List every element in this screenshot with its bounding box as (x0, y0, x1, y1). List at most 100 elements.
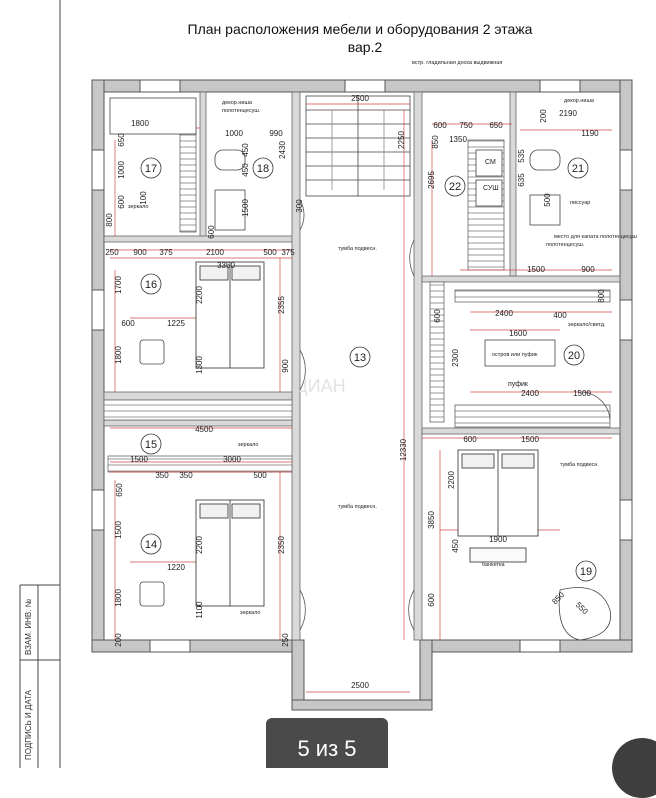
island-label: остров или пуфик (492, 352, 538, 358)
dimension-label: 1500 (114, 521, 123, 539)
dimension-label: 1500 (573, 389, 591, 398)
dimension-label: 2500 (351, 94, 369, 103)
dimension-label: 1300 (195, 356, 204, 374)
dimension-label: 375 (159, 248, 173, 257)
dimension-label: 2200 (195, 536, 204, 554)
dimension-label: 2190 (559, 109, 577, 118)
stamp-replace-label: ВЗАМ. ИНВ. № (24, 598, 33, 655)
dimension-label: 450 (241, 163, 250, 177)
dryer-label: СУШ (483, 185, 499, 192)
dimension-label: 3350 (217, 261, 235, 270)
page-counter-badge: 5 из 5 (266, 718, 388, 768)
dimension-label: 2100 (206, 248, 224, 257)
dimension-lines (110, 103, 612, 693)
room-19-label: 19 (580, 566, 592, 578)
dimension-label: 1800 (131, 119, 149, 128)
urinal-label: писсуар (570, 200, 590, 206)
dimension-label: 600 (463, 435, 477, 444)
bed-14 (195, 499, 265, 607)
dimension-label: 600 (207, 225, 216, 239)
dimension-label: 2200 (447, 471, 456, 489)
cabinet-16-label: тумба подвесн. (338, 246, 377, 252)
room-13-label: 13 (354, 352, 366, 364)
dimension-label: 1000 (225, 129, 243, 138)
dimension-label: 375 (281, 248, 295, 257)
room-markers (140, 157, 597, 582)
dimension-label: 350 (155, 471, 169, 480)
dimension-label: 800 (105, 213, 114, 227)
dimension-label: 2300 (451, 349, 460, 367)
dimension-label: 1500 (130, 455, 148, 464)
dimension-label: 1500 (521, 435, 539, 444)
dimension-label: 500 (263, 248, 277, 257)
dimension-label: 2695 (427, 171, 436, 189)
dimension-label: 2350 (277, 536, 286, 554)
washer-label: СМ (485, 159, 496, 166)
decor-niche-right-label: декор.ниша (564, 98, 595, 104)
room-16-label: 16 (145, 279, 157, 291)
dimension-label: 250 (281, 633, 290, 647)
dimension-label: 350 (179, 471, 193, 480)
dimension-label: 3000 (223, 455, 241, 464)
room-21-label: 21 (572, 163, 584, 175)
stamp-signature-label: ПОДПИСЬ И ДАТА (24, 689, 33, 760)
dimension-label: 1500 (241, 199, 250, 217)
floor-plan-sheet: План расположения мебели и оборудования … (19, 0, 656, 798)
dimension-label: 250 (105, 248, 119, 257)
dimension-label: 400 (553, 311, 567, 320)
ironing-board-note: встр. гладильная доска выдвижная (412, 60, 502, 66)
mirror-17-label: зеркало (128, 204, 149, 210)
dimension-label: 900 (581, 265, 595, 274)
dimension-label: 1350 (449, 135, 467, 144)
plan-title: План расположения мебели и оборудования … (187, 21, 533, 37)
plan-subtitle: вар.2 (347, 39, 383, 55)
dimension-label: 500 (543, 193, 552, 207)
dimension-label: 2355 (277, 296, 286, 314)
dimension-label: 600 (117, 195, 126, 209)
towel-dryer-left-label: полотенцесуш. (222, 108, 261, 114)
dimension-label: 3850 (427, 511, 436, 529)
dimension-label: 1190 (581, 129, 599, 138)
dimension-label: 535 (517, 149, 526, 163)
dimension-label: 600 (433, 121, 447, 130)
dimension-label: 635 (517, 173, 526, 187)
dimension-label: 2400 (495, 309, 513, 318)
towel-dryer-right-label: полотенцесуш. (546, 242, 585, 248)
dimension-label: 1220 (167, 563, 185, 572)
dimension-label: 500 (253, 471, 267, 480)
dimension-label: 650 (115, 483, 124, 497)
mirror-15-label: зеркало (238, 442, 259, 448)
dimension-label: 600 (433, 309, 442, 323)
dimension-label: 2200 (195, 286, 204, 304)
dimension-label: 1800 (114, 346, 123, 364)
dimension-label: 1100 (195, 601, 204, 619)
bed-19 (457, 449, 539, 563)
dimension-label: 12330 (399, 438, 408, 461)
room-22-label: 22 (449, 181, 461, 193)
mirror-14-label: зеркало (240, 610, 261, 616)
dimension-label: 2430 (278, 141, 287, 159)
room-15-label: 15 (145, 439, 157, 451)
pouf-label: пуфик (508, 381, 529, 388)
cabinet-19-label: тумба подвесн. (560, 462, 599, 468)
dimension-label: 1225 (167, 319, 185, 328)
dimension-label: 300 (295, 199, 304, 213)
cabinet-14-label: тумба подвесн. (338, 504, 377, 510)
dimension-label: 900 (133, 248, 147, 257)
dimension-label: 800 (597, 289, 606, 303)
heater-place-label: место для капата полотенцесуш (554, 234, 637, 240)
dimension-label: 200 (114, 633, 123, 647)
dimension-label: 850 (431, 135, 440, 149)
interior-walls (103, 91, 621, 641)
staircase (305, 95, 411, 197)
dimension-label: 100 (139, 191, 148, 205)
bench-label: банкетка (482, 562, 506, 568)
dimension-label: 4500 (195, 425, 213, 434)
room-14-label: 14 (145, 539, 157, 551)
room-20-label: 20 (568, 350, 580, 362)
bed-16 (195, 261, 265, 369)
dimension-label: 750 (459, 121, 473, 130)
dimension-label: 600 (121, 319, 135, 328)
dimension-label: 200 (539, 109, 548, 123)
room-18-label: 18 (257, 163, 269, 175)
